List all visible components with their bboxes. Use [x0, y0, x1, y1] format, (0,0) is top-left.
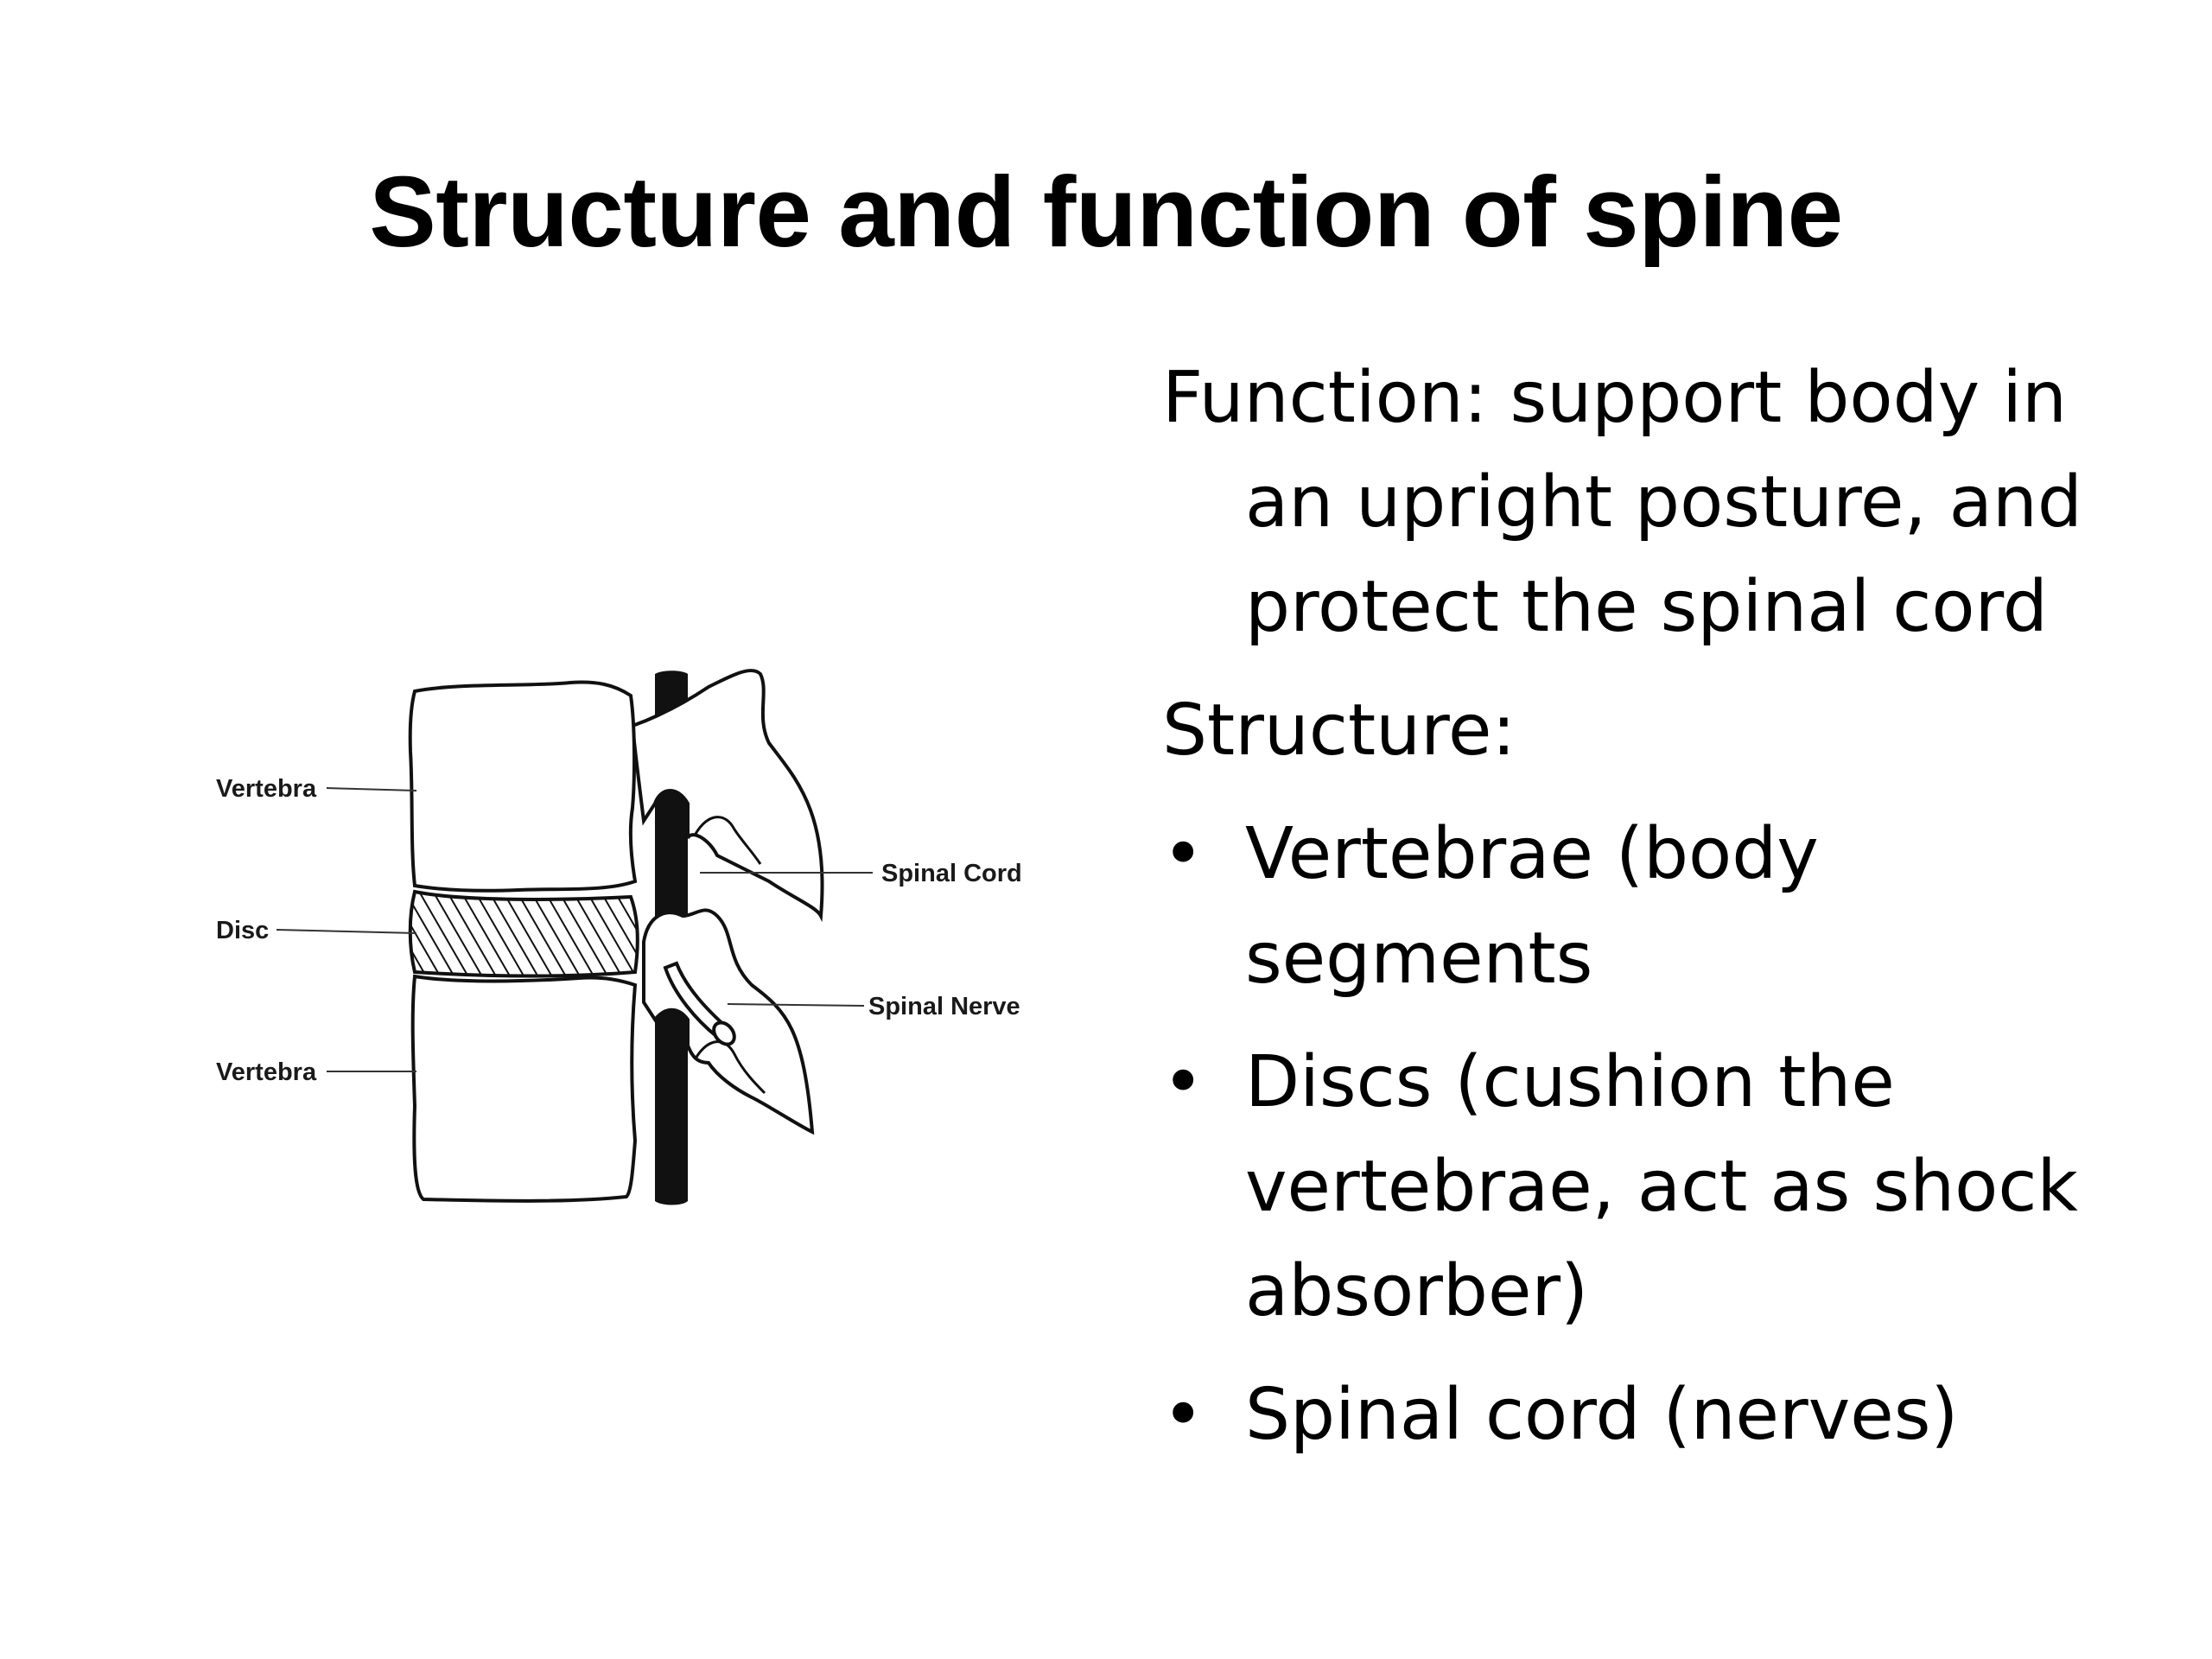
label-disc: Disc [216, 917, 269, 944]
leader-spinal-nerve [727, 1003, 865, 1007]
label-vertebra-top: Vertebra [216, 775, 317, 803]
slide-body: Function: support body in an upright pos… [1162, 346, 2164, 1486]
list-item: • Discs (cushion the vertebrae, act as s… [1162, 1030, 2164, 1344]
list-item-text: Discs (cushion the vertebrae, act as sho… [1245, 1041, 2078, 1332]
spine-diagram-svg: Vertebra Disc Vertebra Spinal Cord Spina… [216, 669, 1022, 1205]
label-vertebra-bottom: Vertebra [216, 1058, 317, 1086]
leader-vertebra-top [326, 787, 417, 791]
structure-heading: Structure: [1162, 690, 1516, 772]
lower-vertebra-body [410, 974, 638, 1203]
spinal-nerve-end [712, 1020, 736, 1046]
middle-vertebral-process [642, 908, 815, 1135]
upper-process-notch [694, 816, 762, 865]
bullet-icon: • [1162, 813, 1205, 895]
list-item: • Spinal cord (nerves) [1162, 1363, 2164, 1467]
bullet-icon: • [1162, 1374, 1205, 1456]
lower-process-notch [694, 1040, 766, 1095]
bullet-icon: • [1162, 1041, 1205, 1123]
label-spinal-cord: Spinal Cord [881, 860, 1022, 887]
disc-shape [408, 889, 639, 978]
list-item-text: Vertebrae (body segments [1245, 813, 1819, 1000]
upper-vertebra-body [408, 680, 638, 893]
label-spinal-nerve: Spinal Nerve [868, 993, 1020, 1020]
leader-disc [276, 929, 417, 934]
list-item: • Vertebrae (body segments [1162, 802, 2164, 1011]
spine-diagram: Vertebra Disc Vertebra Spinal Cord Spina… [199, 657, 1063, 1227]
list-item-text: Spinal cord (nerves) [1245, 1374, 1959, 1456]
slide-title: Structure and function of spine [369, 156, 1843, 268]
function-paragraph: Function: support body in an upright pos… [1162, 357, 2082, 648]
upper-vertebral-process [630, 669, 824, 923]
structure-list: • Vertebrae (body segments • Discs (cush… [1162, 802, 2164, 1467]
